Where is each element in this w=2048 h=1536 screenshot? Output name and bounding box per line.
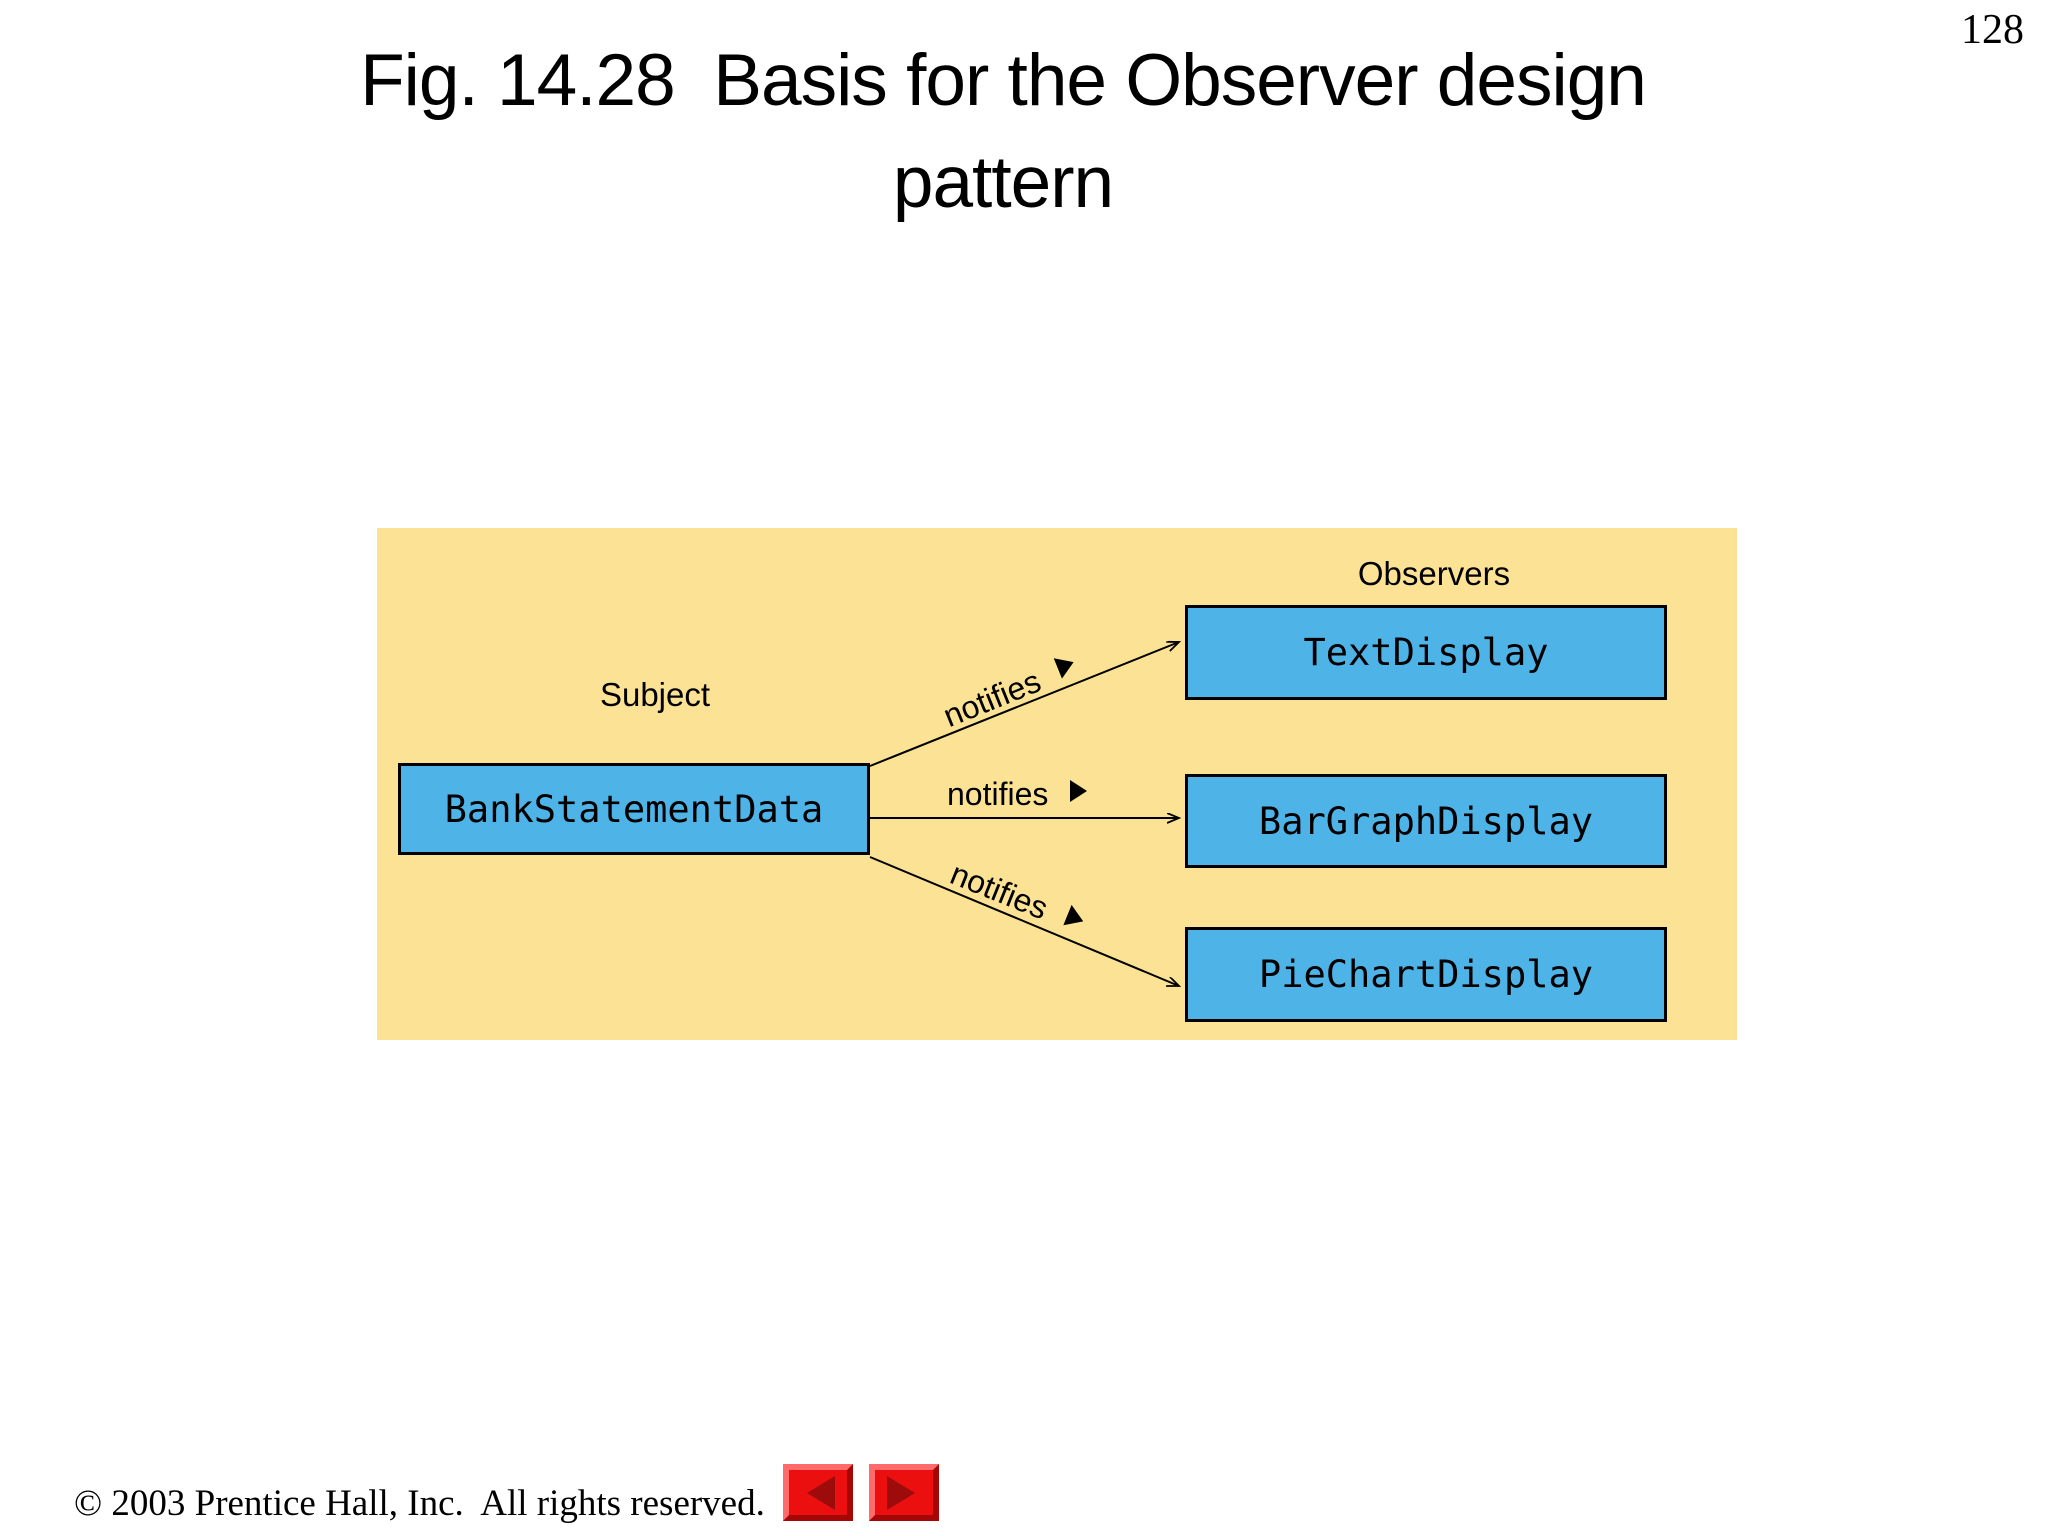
bargraphdisplay-box: BarGraphDisplay xyxy=(1185,774,1667,868)
notifies-text: notifies xyxy=(945,855,1054,927)
notifies-label-middle: notifies xyxy=(947,776,1088,813)
notifies-text: notifies xyxy=(947,776,1049,812)
piechartdisplay-box: PieChartDisplay xyxy=(1185,927,1667,1022)
bargraphdisplay-label: BarGraphDisplay xyxy=(1258,799,1594,843)
observers-label: Observers xyxy=(1357,555,1511,592)
piechartdisplay-label: PieChartDisplay xyxy=(1258,953,1594,996)
subject-label: Subject xyxy=(599,676,711,713)
notifies-label-bottom: notifies xyxy=(945,855,1089,942)
previous-slide-button[interactable] xyxy=(783,1464,853,1521)
bankstatementdata-label: BankStatementData xyxy=(444,787,824,831)
direction-triangle-icon xyxy=(1063,904,1088,932)
direction-triangle-icon xyxy=(1053,651,1078,679)
observer-pattern-diagram: Subject Observers BankStatementData Text… xyxy=(377,528,1737,1040)
back-arrow-icon xyxy=(807,1475,835,1510)
next-slide-button[interactable] xyxy=(869,1464,939,1521)
notifies-label-top: notifies xyxy=(938,648,1082,735)
textdisplay-label: TextDisplay xyxy=(1303,631,1549,674)
slide-title-line1: Fig. 14.28 Basis for the Observer design xyxy=(360,40,1647,121)
forward-arrow-icon xyxy=(887,1475,915,1510)
textdisplay-box: TextDisplay xyxy=(1185,605,1667,700)
notifies-text: notifies xyxy=(938,662,1046,735)
copyright-text: © 2003 Prentice Hall, Inc. All rights re… xyxy=(74,1483,765,1524)
slide-title-line2: pattern xyxy=(892,142,1114,223)
direction-triangle-icon xyxy=(1070,779,1088,802)
bankstatementdata-box: BankStatementData xyxy=(398,763,870,855)
page-number: 128 xyxy=(1961,7,2024,53)
slide-title: Fig. 14.28 Basis for the Observer design… xyxy=(0,30,2006,234)
